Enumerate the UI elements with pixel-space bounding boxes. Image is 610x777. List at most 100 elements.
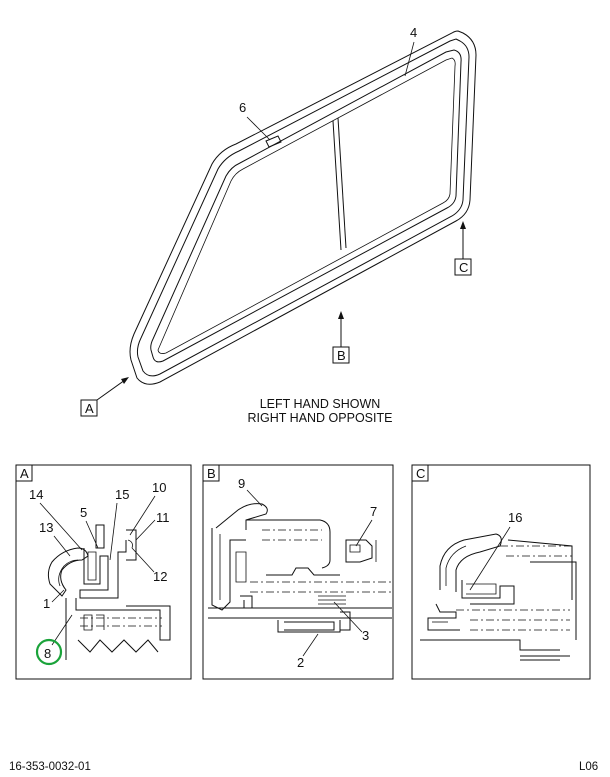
detail-a-panel: A 14 15 10 13 5 11 12 1 8 bbox=[15, 464, 192, 680]
window-frame-seal bbox=[136, 38, 470, 377]
leader-14 bbox=[39, 502, 83, 551]
leader-5 bbox=[85, 520, 99, 549]
marker-c-box bbox=[454, 258, 472, 276]
detail-b-handle bbox=[215, 503, 268, 530]
detail-a-callout-13: 13 bbox=[39, 520, 53, 535]
callout-6: 6 bbox=[239, 100, 246, 115]
detail-b-panel: B 9 7 3 2 bbox=[202, 464, 394, 680]
leader-6 bbox=[246, 116, 271, 141]
section-marker-b: B bbox=[332, 311, 350, 364]
detail-c-centerlines-low bbox=[456, 609, 570, 631]
detail-a-teeth bbox=[83, 614, 105, 631]
detail-c-title: C bbox=[416, 466, 425, 481]
center-divider-2 bbox=[337, 117, 347, 249]
detail-b-upper-frame bbox=[246, 519, 331, 569]
detail-a-centerlines bbox=[80, 617, 162, 627]
detail-c-border bbox=[411, 464, 591, 680]
detail-a-border bbox=[15, 464, 192, 680]
detail-a-callout-11: 11 bbox=[156, 510, 170, 525]
detail-a-callout-14: 14 bbox=[29, 487, 43, 502]
detail-b-lower-clip bbox=[340, 611, 351, 631]
detail-b-title: B bbox=[207, 466, 216, 481]
marker-a-box bbox=[80, 399, 98, 417]
detail-a-callout-1: 1 bbox=[43, 596, 50, 611]
window-glass-inner bbox=[157, 57, 456, 354]
detail-c-callout-16: 16 bbox=[508, 510, 522, 525]
detail-c-seal-inner bbox=[445, 545, 467, 586]
detail-a-title-box bbox=[15, 464, 33, 482]
section-marker-a: A bbox=[80, 377, 129, 417]
leader-3 bbox=[333, 601, 363, 633]
detail-c-frame-right bbox=[507, 539, 573, 600]
detail-b-lower-bracket bbox=[277, 620, 341, 633]
detail-c-base bbox=[520, 655, 570, 661]
detail-b-sill bbox=[208, 607, 392, 619]
center-divider-1 bbox=[332, 120, 342, 251]
arrow-a-head bbox=[121, 377, 129, 384]
detail-a-channel-inner bbox=[87, 551, 97, 581]
detail-c-title-box bbox=[411, 464, 429, 482]
sheet-code: L06 bbox=[579, 761, 598, 773]
leader-7 bbox=[355, 519, 373, 547]
highlight-circle-8 bbox=[35, 638, 63, 666]
arrow-c-head bbox=[460, 221, 466, 229]
detail-b-clip-left bbox=[240, 595, 253, 608]
callout-4: 4 bbox=[410, 25, 417, 40]
marker-b-box bbox=[332, 346, 350, 364]
detail-b-centerlines-mid bbox=[250, 581, 392, 593]
detail-a-glass-edge bbox=[95, 524, 105, 549]
detail-b-seal-strips bbox=[318, 595, 346, 605]
detail-b-handle-inner bbox=[219, 534, 247, 600]
leader-8 bbox=[51, 614, 73, 646]
leader-4 bbox=[404, 41, 415, 77]
marker-a-label: A bbox=[85, 401, 94, 416]
leader-12 bbox=[131, 547, 155, 573]
detail-a-callout-5: 5 bbox=[80, 505, 87, 520]
leader-1 bbox=[51, 589, 65, 603]
marker-b-label: B bbox=[337, 348, 346, 363]
drawing-number: 16-353-0032-01 bbox=[9, 761, 91, 773]
detail-a-title: A bbox=[20, 466, 29, 481]
detail-a-channel bbox=[79, 540, 127, 599]
detail-a-callout-15: 15 bbox=[115, 487, 129, 502]
leader-13 bbox=[53, 535, 71, 557]
leader-10 bbox=[129, 495, 156, 536]
detail-a-callout-10: 10 bbox=[152, 480, 166, 495]
marker-c-label: C bbox=[459, 260, 468, 275]
note-left-hand: LEFT HAND SHOWN bbox=[260, 397, 381, 411]
detail-c-seal bbox=[439, 533, 502, 592]
detail-a-callout-12: 12 bbox=[153, 569, 167, 584]
detail-a-seal-inner bbox=[58, 559, 79, 587]
detail-b-title-box bbox=[202, 464, 220, 482]
detail-c-channel bbox=[461, 580, 515, 605]
window-outer-frame bbox=[129, 30, 477, 385]
detail-c-lower-clip bbox=[427, 603, 460, 631]
detail-b-callout-2: 2 bbox=[297, 655, 304, 670]
arrow-a-shaft bbox=[96, 379, 126, 401]
section-marker-c: C bbox=[454, 221, 472, 276]
main-callouts: 4 6 bbox=[239, 25, 417, 141]
detail-a-callout-8: 8 bbox=[44, 646, 51, 661]
leader-11 bbox=[135, 519, 156, 541]
leader-16 bbox=[469, 526, 511, 591]
detail-c-centerlines-top bbox=[500, 545, 572, 557]
leader-15 bbox=[109, 502, 118, 561]
detail-c-frame-right-2 bbox=[530, 561, 577, 640]
window-glass-outline bbox=[150, 49, 462, 363]
detail-c-sill bbox=[420, 639, 560, 651]
latch-part bbox=[265, 135, 282, 148]
window-assembly bbox=[129, 30, 477, 385]
detail-a-break-line bbox=[77, 639, 159, 653]
detail-a-clip-hook bbox=[127, 539, 133, 549]
detail-a-seal bbox=[47, 547, 89, 597]
detail-b-centerlines-upper bbox=[262, 529, 322, 541]
arrow-b-head bbox=[338, 311, 344, 319]
detail-c-panel: C 16 bbox=[411, 464, 591, 680]
detail-b-callout-3: 3 bbox=[362, 628, 369, 643]
detail-c-channel-inner bbox=[466, 583, 497, 595]
detail-b-border bbox=[202, 464, 394, 680]
detail-b-clip-right bbox=[345, 539, 373, 563]
detail-b-callout-9: 9 bbox=[238, 476, 245, 491]
detail-b-handle-body bbox=[211, 528, 246, 611]
